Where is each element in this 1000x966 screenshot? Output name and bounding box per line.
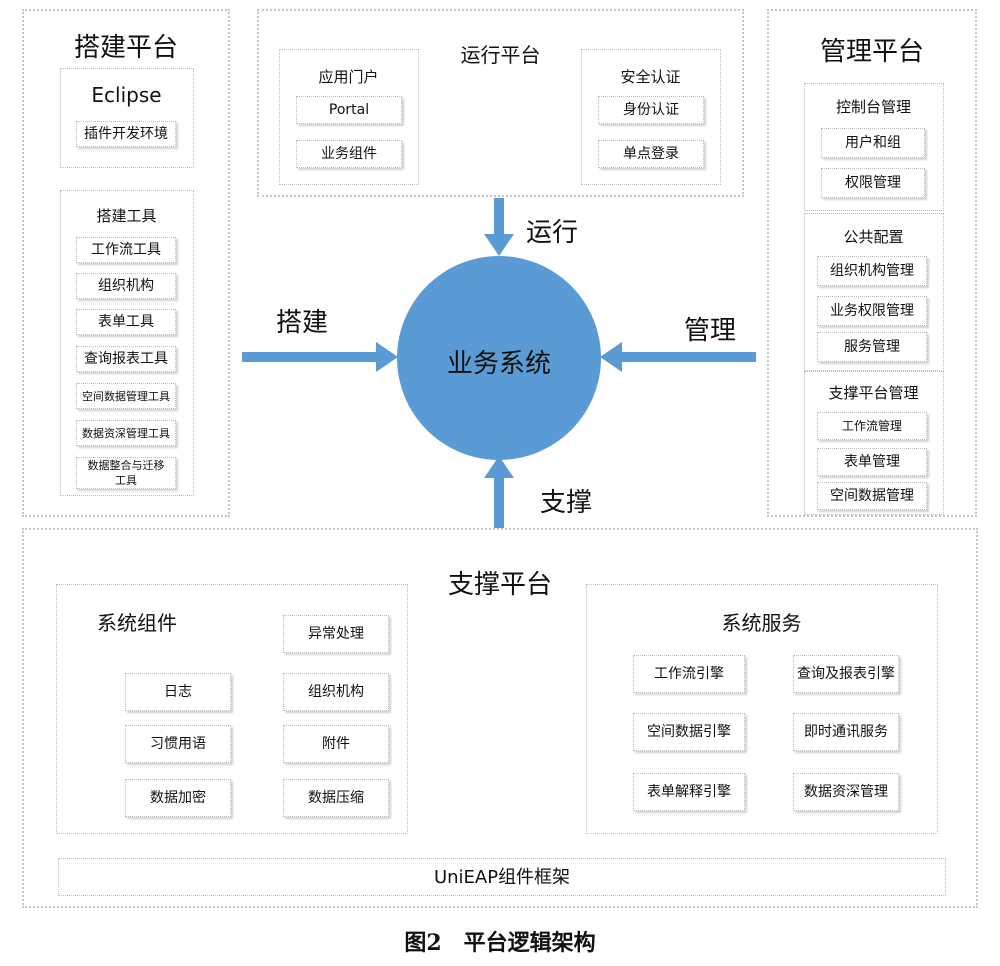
run-platform: 运行平台 应用门户 Portal 业务组件 安全认证 身份认证 单点登录 — [257, 9, 744, 197]
public-config-item: 业务权限管理 — [817, 296, 927, 326]
support-mgmt-item: 工作流管理 — [817, 412, 927, 440]
service-item: 表单解释引擎 — [633, 773, 745, 811]
uniEAP-framework-bar: UniEAP组件框架 — [58, 858, 946, 896]
tool-item: 工作流工具 — [76, 237, 176, 263]
business-system-label: 业务系统 — [446, 349, 551, 379]
manage-arrow-label: 管理 — [684, 316, 737, 346]
run-platform-title: 运行平台 — [460, 43, 541, 67]
run-arrow-label: 运行 — [526, 218, 579, 248]
console-item: 用户和组 — [821, 128, 925, 158]
eclipse-title: Eclipse — [91, 83, 162, 107]
support-mgmt-item: 空间数据管理 — [817, 482, 927, 510]
system-components-title: 系统组件 — [97, 611, 177, 635]
tool-item: 数据整合与迁移工具 — [76, 457, 176, 489]
support-mgmt-group: 支撑平台管理 工作流管理 表单管理 空间数据管理 — [804, 371, 944, 515]
identity-auth-item: 身份认证 — [598, 96, 704, 124]
tool-item: 查询报表工具 — [76, 346, 176, 372]
eclipse-group: Eclipse 插件开发环境 — [60, 68, 194, 168]
run-arrow — [484, 198, 514, 256]
build-platform: 搭建平台 Eclipse 插件开发环境 搭建工具 工作流工具 组织机构 表单工具… — [22, 9, 230, 517]
support-arrow — [484, 456, 514, 528]
build-tools-title: 搭建工具 — [96, 207, 157, 225]
app-portal-group: 应用门户 Portal 业务组件 — [279, 49, 419, 185]
console-mgmt-title: 控制台管理 — [835, 98, 911, 116]
public-config-item: 组织机构管理 — [817, 256, 927, 286]
support-mgmt-title: 支撑平台管理 — [828, 384, 919, 402]
component-item: 数据压缩 — [283, 779, 389, 817]
sso-item: 单点登录 — [598, 140, 704, 168]
support-platform: 支撑平台 系统组件 日志 习惯用语 数据加密 异常处理 组织机构 附件 数据压缩… — [22, 528, 978, 908]
business-system-circle — [397, 256, 601, 460]
tool-item: 数据资深管理工具 — [76, 420, 176, 446]
security-auth-group: 安全认证 身份认证 单点登录 — [581, 49, 721, 185]
tool-item: 空间数据管理工具 — [76, 383, 176, 409]
tool-item: 组织机构 — [76, 273, 176, 299]
service-item: 空间数据引擎 — [633, 713, 745, 751]
manage-platform-title: 管理平台 — [819, 37, 924, 67]
component-item: 异常处理 — [283, 615, 389, 653]
system-services-group: 系统服务 工作流引擎 空间数据引擎 表单解释引擎 查询及报表引擎 即时通讯服务 … — [586, 584, 938, 834]
system-services-title: 系统服务 — [721, 611, 802, 635]
security-auth-title: 安全认证 — [620, 68, 681, 86]
support-platform-title: 支撑平台 — [447, 570, 552, 600]
app-portal-title: 应用门户 — [318, 68, 379, 86]
manage-arrow — [600, 342, 756, 372]
service-item: 工作流引擎 — [633, 655, 745, 693]
support-mgmt-item: 表单管理 — [817, 448, 927, 476]
console-item: 权限管理 — [821, 168, 925, 198]
manage-platform: 管理平台 控制台管理 用户和组 权限管理 公共配置 组织机构管理 业务权限管理 … — [767, 9, 977, 517]
service-item: 数据资深管理 — [793, 773, 899, 811]
component-item: 日志 — [125, 673, 231, 711]
console-mgmt-group: 控制台管理 用户和组 权限管理 — [804, 83, 944, 211]
portal-item: Portal — [296, 96, 402, 124]
public-config-group: 公共配置 组织机构管理 业务权限管理 服务管理 — [804, 213, 944, 371]
service-item: 查询及报表引擎 — [793, 655, 899, 693]
support-arrow-label: 支撑 — [540, 488, 593, 518]
figure-caption: 图2 平台逻辑架构 — [404, 930, 596, 956]
build-arrow-label: 搭建 — [276, 308, 329, 338]
component-item: 数据加密 — [125, 779, 231, 817]
public-config-item: 服务管理 — [817, 332, 927, 362]
plugin-dev-env-item: 插件开发环境 — [76, 121, 176, 147]
system-components-group: 系统组件 日志 习惯用语 数据加密 异常处理 组织机构 附件 数据压缩 — [56, 584, 408, 834]
build-arrow — [242, 342, 398, 372]
business-component-item: 业务组件 — [296, 140, 402, 168]
component-item: 习惯用语 — [125, 725, 231, 763]
public-config-title: 公共配置 — [843, 228, 904, 246]
component-item: 附件 — [283, 725, 389, 763]
component-item: 组织机构 — [283, 673, 389, 711]
service-item: 即时通讯服务 — [793, 713, 899, 751]
build-tools-group: 搭建工具 工作流工具 组织机构 表单工具 查询报表工具 空间数据管理工具 数据资… — [60, 190, 194, 496]
tool-item: 表单工具 — [76, 309, 176, 335]
build-platform-title: 搭建平台 — [73, 33, 178, 63]
